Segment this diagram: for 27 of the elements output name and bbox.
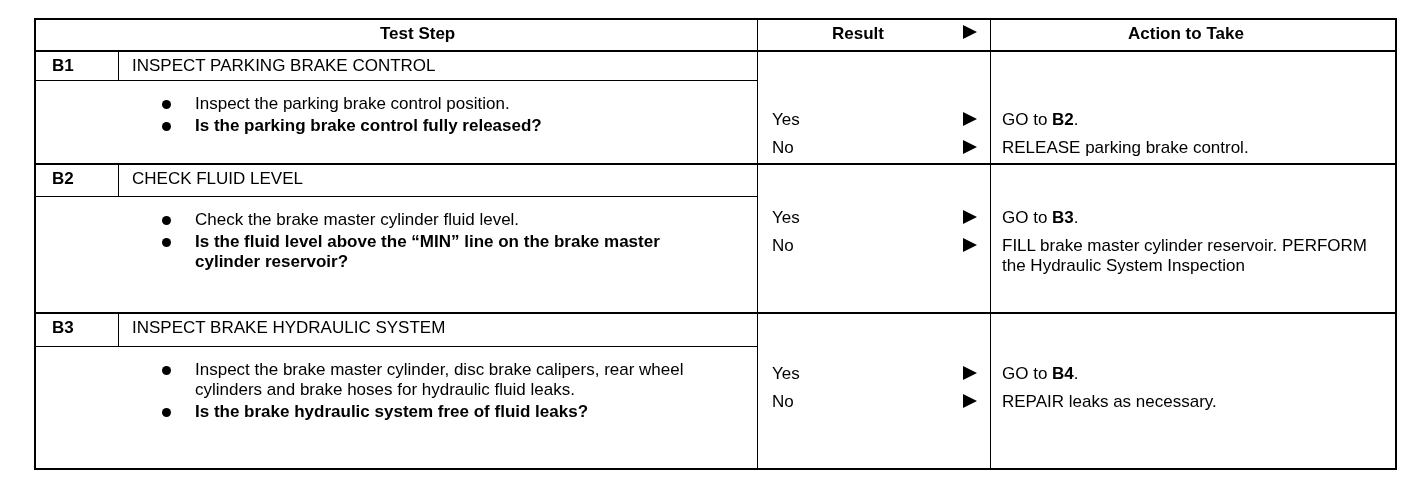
step-number: B3 (52, 318, 74, 338)
step-number: B2 (52, 169, 74, 189)
action-text: REPAIR leaks as necessary. (1002, 392, 1218, 412)
question-text: Is the parking brake control fully released? (195, 116, 543, 136)
question-text: Is the fluid level above the “MIN” line on the brake master cylinder reservoir? (195, 232, 661, 272)
action-text: GO to B2. (1002, 110, 1080, 130)
action-text: GO to B4. (1002, 364, 1080, 384)
instruction-text: Inspect the brake master cylinder, disc brake calipers, rear wheel cylinders and brake hoses for hydraulic fluid leaks. (195, 360, 685, 400)
step-title: CHECK FLUID LEVEL (132, 169, 303, 189)
action-text: GO to B3. (1002, 208, 1080, 228)
result-text: Yes (772, 208, 800, 228)
result-text: Yes (772, 364, 800, 384)
column-header: Action to Take (1128, 24, 1244, 44)
result-text: No (772, 138, 794, 158)
result-text: No (772, 236, 794, 256)
column-header: Test Step (380, 24, 456, 44)
column-header: Result (832, 24, 884, 44)
instruction-text: Inspect the parking brake control position. (195, 94, 511, 114)
action-text: FILL brake master cylinder reservoir. PERFORM the Hydraulic System Inspection (1002, 236, 1368, 276)
step-title: INSPECT PARKING BRAKE CONTROL (132, 56, 436, 76)
result-text: Yes (772, 110, 800, 130)
step-number: B1 (52, 56, 74, 76)
action-text: RELEASE parking brake control. (1002, 138, 1250, 158)
instruction-text: Check the brake master cylinder fluid level. (195, 210, 521, 230)
question-text: Is the brake hydraulic system free of fluid leaks? (195, 402, 590, 422)
step-title: INSPECT BRAKE HYDRAULIC SYSTEM (132, 318, 446, 338)
result-text: No (772, 392, 794, 412)
